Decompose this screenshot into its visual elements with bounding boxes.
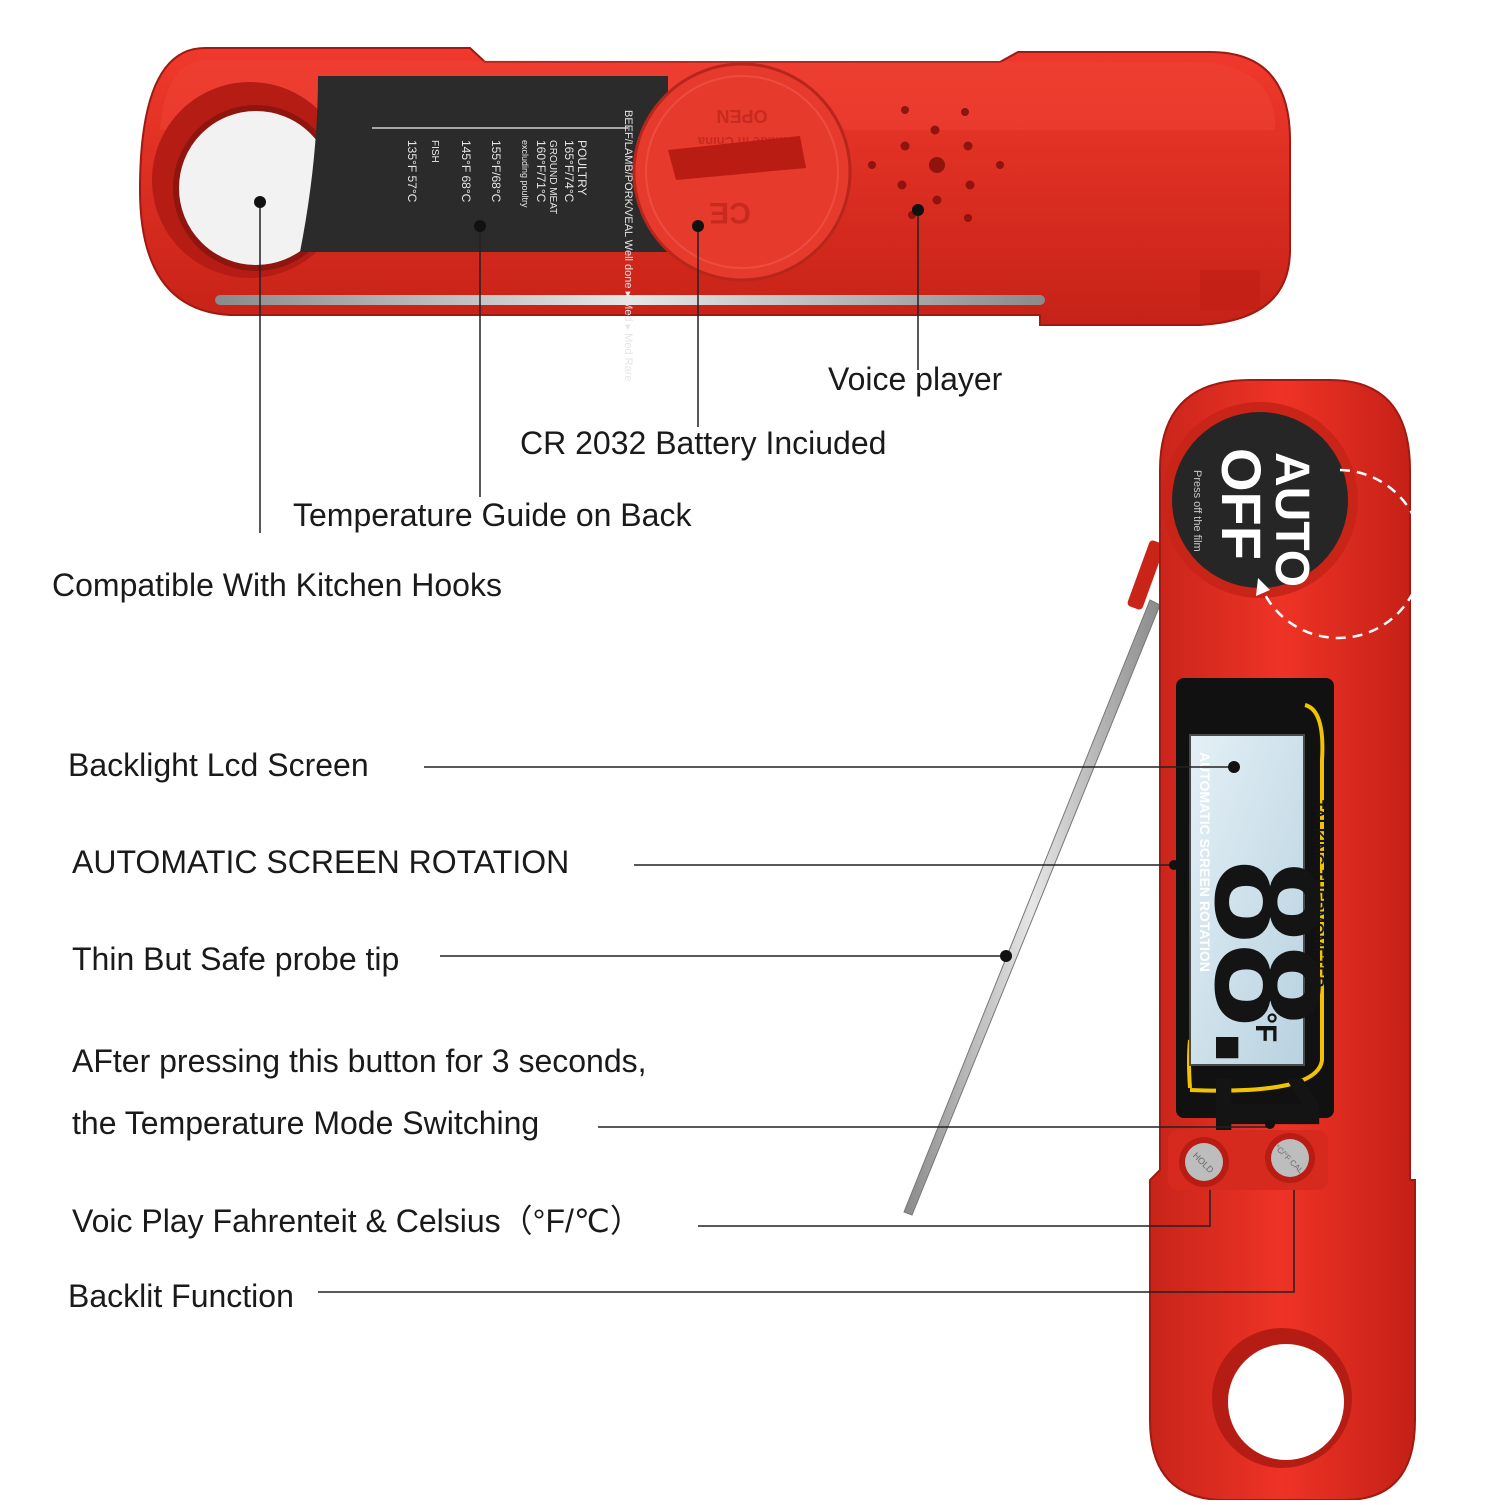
callout-press-button-line1: AFter pressing this button for 3 seconds… (72, 1043, 647, 1079)
callout-backlit-function: Backlit Function (68, 1278, 294, 1314)
temperature-guide-panel (300, 76, 668, 252)
battery-cover: OPEN Made in China CE (632, 62, 852, 282)
guide-ground-title: GROUND MEAT (547, 140, 558, 214)
guide-med-temp: 145°F 68°C (459, 140, 473, 203)
leader-lines (259, 202, 1295, 1293)
lcd-digits: 88.1 (1184, 860, 1352, 1152)
callout-kitchen-hooks: Compatible With Kitchen Hooks (52, 567, 502, 603)
guide-ground-note: excluding poultry (520, 140, 530, 208)
auto-label: AUTO (1265, 452, 1318, 587)
auto-off-dial: AUTO OFF Press off the film (1162, 402, 1424, 640)
leader-dots (254, 196, 1275, 1129)
screen-rotation-text: AUTOMATIC SCREEN ROTATION (1197, 752, 1213, 972)
dial-hint: Press off the film (1191, 470, 1203, 552)
callout-voice-play-units: Voic Play Fahrenteit & Celsius（°F/℃） (72, 1203, 642, 1239)
callout-probe-tip: Thin But Safe probe tip (72, 941, 400, 977)
front-probe (903, 599, 1161, 1216)
speaker-grille (868, 106, 1004, 222)
callout-screen-rotation: AUTOMATIC SCREEN ROTATION (72, 844, 570, 880)
off-label: OFF (1210, 448, 1273, 560)
back-probe (215, 295, 1045, 305)
guide-poultry-title: POULTRY (575, 140, 589, 196)
callout-voice-player: Voice player (828, 361, 1003, 397)
cover-open-text: OPEN (716, 106, 767, 126)
thermometer-front-view: AUTO OFF Press off the film 88.1 °F TALK… (903, 379, 1424, 1501)
ce-mark: CE (709, 196, 751, 229)
callout-battery: CR 2032 Battery Inciuded (520, 425, 887, 461)
guide-medrare-temp: 135°F 57°C (405, 140, 419, 203)
talking-thermometer-text: TALKING THERMOMETER (1310, 800, 1327, 987)
callout-temperature-guide: Temperature Guide on Back (293, 497, 692, 533)
guide-fish: FISH (429, 140, 440, 163)
guide-ground-temp: 160°F/71°C (534, 140, 548, 203)
callout-press-button-line2: the Temperature Mode Switching (72, 1105, 540, 1141)
lcd-screen: 88.1 °F TALKING THERMOMETER AUTOMATIC SC… (1176, 678, 1352, 1152)
guide-poultry-temp: 165°F/74°C (562, 140, 576, 203)
guide-header: BEEF/LAMB/PORK/VEAL Well done ▸ Med ▸ Me… (622, 110, 634, 381)
thermometer-back-view: BEEF/LAMB/PORK/VEAL Well done ▸ Med ▸ Me… (138, 47, 1291, 381)
front-buttons: HOLD °C/°F CAL (1168, 1130, 1328, 1190)
guide-welldone-temp: 155°F/68°C (489, 140, 503, 203)
lcd-unit: °F (1249, 1012, 1282, 1042)
callout-backlight-lcd: Backlight Lcd Screen (68, 747, 369, 783)
